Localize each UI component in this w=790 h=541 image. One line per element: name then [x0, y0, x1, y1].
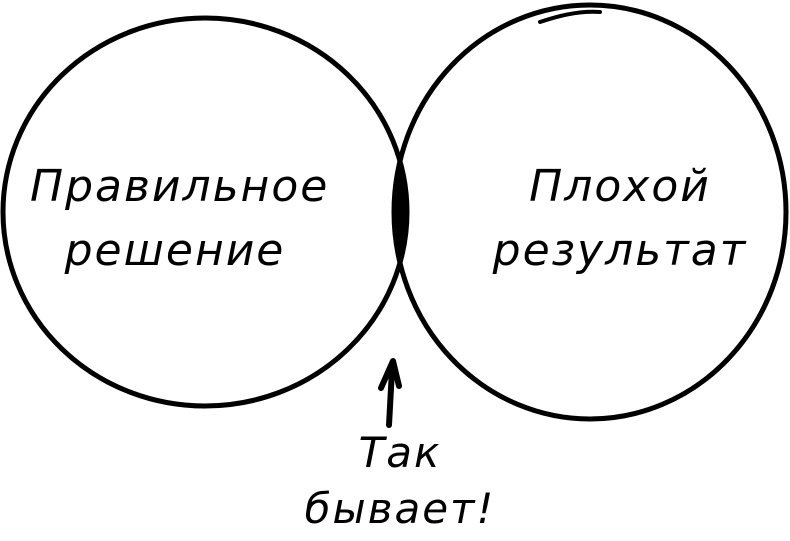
right-label-line-1: Плохой — [529, 161, 711, 212]
right-circle-label: Плохой результат — [485, 165, 755, 273]
right-label-line-2: результат — [492, 225, 748, 276]
right-circle — [391, 2, 789, 422]
arrow-up-icon — [378, 358, 402, 428]
left-circle — [0, 15, 410, 409]
annotation-line-2: бывает! — [304, 484, 496, 533]
intersection-annotation: Так бывает! — [280, 432, 520, 530]
left-circle-label: Правильное решение — [30, 161, 330, 276]
left-label-line-2: решение — [64, 225, 286, 276]
annotation-line-1: Так — [358, 428, 442, 477]
left-label-line-1: Правильное — [30, 161, 330, 212]
stroke-flourish — [538, 9, 602, 24]
